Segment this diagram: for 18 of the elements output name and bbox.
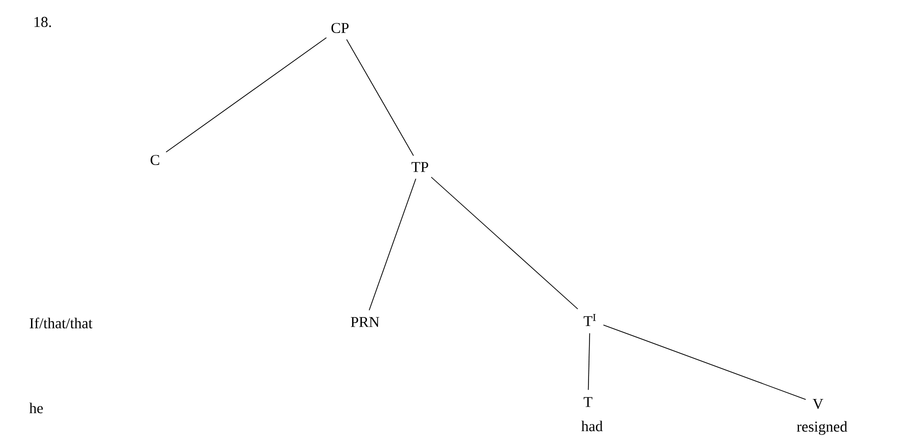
branch-line [368, 178, 416, 311]
branch-line [588, 332, 590, 390]
branch-line [346, 39, 414, 156]
tree-label: TP [412, 162, 428, 172]
tree-label: CP [331, 22, 349, 34]
tree-label: V [812, 398, 824, 410]
tree-label: C [150, 154, 160, 166]
text-label: he [29, 402, 43, 414]
word-label: resigned [796, 421, 848, 435]
branch-line [166, 37, 327, 152]
branch-line [430, 176, 578, 310]
text-label: 18. [34, 16, 51, 28]
tree-label: PRN [350, 317, 380, 327]
tree-label: T$^{I}$ [584, 314, 596, 326]
word-label: had [581, 420, 603, 432]
branch-line [603, 324, 806, 400]
tree-label: T [584, 397, 592, 407]
text-label: If/that/that [30, 318, 92, 328]
